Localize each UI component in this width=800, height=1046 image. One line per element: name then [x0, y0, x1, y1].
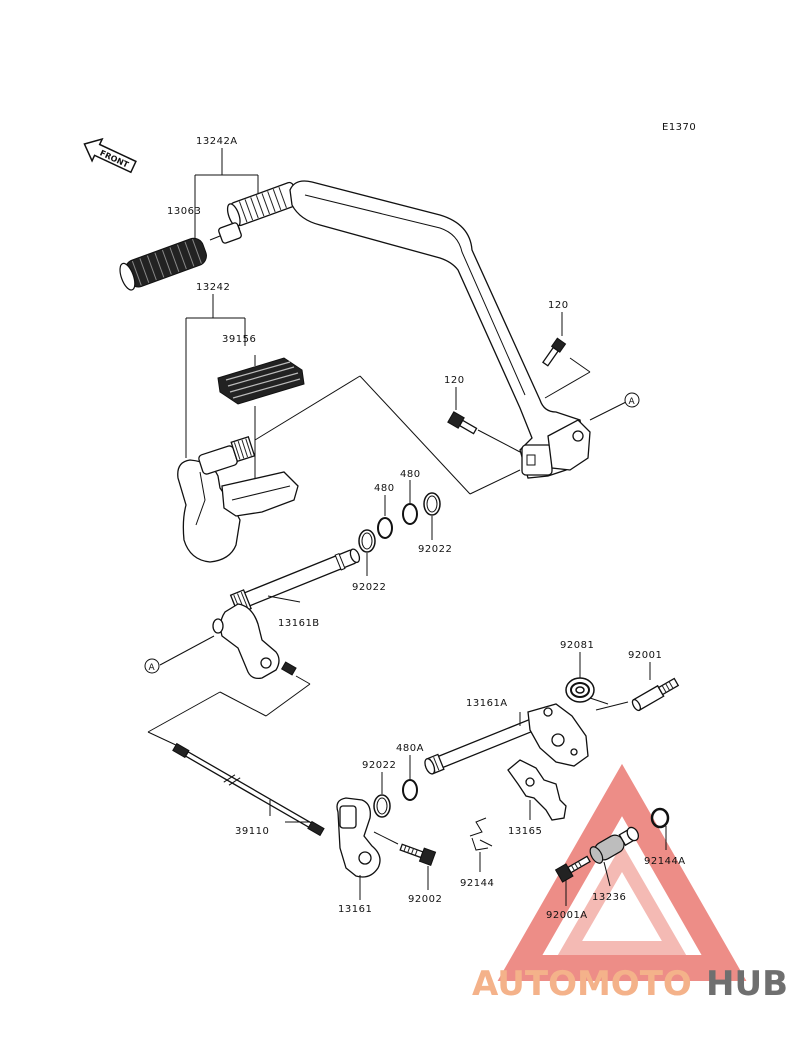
bolt-120-upper [542, 312, 591, 399]
clip-92144A [650, 807, 670, 850]
shift-lever-arm [289, 180, 591, 479]
watermark-part2: HUB [706, 964, 788, 1004]
watermark-part1: AUTOMOTO [472, 964, 692, 1004]
watermark-logo [497, 763, 747, 981]
circlip-480-b [402, 480, 418, 525]
pin-92001 [595, 662, 680, 712]
watermark-text: AUTOMOTO HUB [472, 964, 788, 1004]
shift-lever-13161 [336, 797, 381, 900]
diagram-code: E1370 [662, 122, 696, 133]
label-13236: 13236 [592, 892, 626, 903]
label-120-lower: 120 [444, 375, 465, 386]
bolt-120-lower [447, 387, 521, 453]
spring-92144 [469, 817, 493, 872]
label-92081: 92081 [560, 640, 594, 651]
front-arrow-icon: FRONT [83, 137, 137, 174]
svg-text:A: A [629, 397, 636, 407]
label-13161B: 13161B [278, 618, 320, 629]
washer-92022-b [358, 529, 376, 576]
label-13161A: 13161A [466, 698, 508, 709]
ref-marker-a-upper: A [624, 392, 640, 408]
label-13165: 13165 [508, 826, 542, 837]
roller-13236 [589, 826, 640, 887]
pedal-rubber-pad-39156 [217, 357, 305, 405]
label-92022-c: 92022 [362, 760, 396, 771]
label-92002: 92002 [408, 894, 442, 905]
spring-92081 [565, 652, 609, 705]
label-92022-a: 92022 [418, 544, 452, 555]
bolt-92001A [554, 855, 591, 906]
label-92144A: 92144A [644, 856, 686, 867]
brake-pedal-13242 [177, 435, 299, 563]
leader-lines-pedal [185, 294, 521, 498]
label-480-a: 480 [374, 483, 395, 494]
leader-lines-rod [147, 675, 311, 747]
label-120-upper: 120 [548, 300, 569, 311]
ref-marker-a-lower: A [144, 658, 160, 674]
label-480-b: 480 [400, 469, 421, 480]
washer-92022-c [373, 772, 391, 818]
label-480A: 480A [396, 743, 424, 754]
shift-shaft-13161B [212, 548, 361, 680]
label-13242A: 13242A [196, 136, 238, 147]
circlip-480-a [377, 495, 393, 539]
svg-text:A: A [149, 663, 156, 673]
circlip-480A [402, 755, 418, 801]
label-39156: 39156 [222, 334, 256, 345]
footpeg-13242A [218, 181, 300, 244]
shift-shaft-13161A [424, 703, 589, 775]
label-92144: 92144 [460, 878, 494, 889]
plate-13165 [507, 759, 567, 821]
label-92001: 92001 [628, 650, 662, 661]
label-92001A: 92001A [546, 910, 588, 921]
label-39110: 39110 [235, 826, 269, 837]
label-13242: 13242 [196, 282, 230, 293]
rubber-grip-13063 [119, 237, 207, 291]
label-92022-b: 92022 [352, 582, 386, 593]
bolt-92002 [373, 831, 437, 890]
washer-92022-a [423, 492, 441, 540]
tie-rod-39110 [172, 742, 325, 837]
label-13161: 13161 [338, 904, 372, 915]
label-13063: 13063 [167, 206, 201, 217]
